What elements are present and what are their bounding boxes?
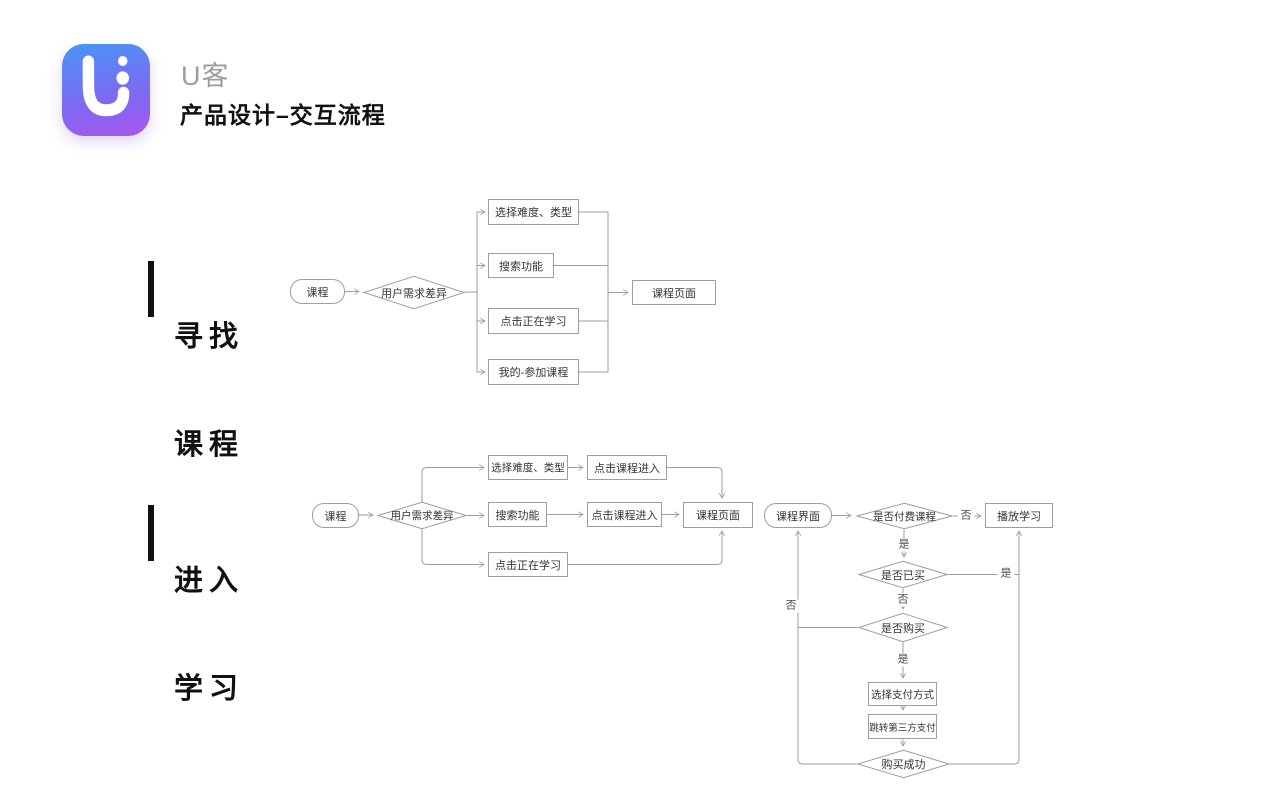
uke-logo-icon xyxy=(62,44,150,136)
flow1-option-learning: 点击正在学习 xyxy=(488,308,579,334)
flow2-decision-paid-diamond: 是否付费课程 xyxy=(856,503,953,529)
flow2-pay-method-label: 选择支付方式 xyxy=(871,688,934,701)
flow2-option-difficulty-label: 选择难度、类型 xyxy=(491,462,565,474)
flow2-enter-course-mid: 点击课程进入 xyxy=(587,502,662,527)
flow1-option-search-label: 搜索功能 xyxy=(499,260,543,273)
section1-title-line1: 寻找 xyxy=(174,321,245,353)
flow2-start-node: 课程 xyxy=(312,503,359,528)
edge-label-paid-no: 否 xyxy=(957,509,975,523)
flow1-option-difficulty-label: 选择难度、类型 xyxy=(495,207,572,219)
flow-edge xyxy=(667,467,726,499)
flow1-end-label: 课程页面 xyxy=(652,287,696,300)
edge-label-bought-no: 否 xyxy=(894,593,912,607)
flow-edge xyxy=(794,530,857,765)
flow-edge xyxy=(568,530,726,565)
flow2-enter-course-top-label: 点击课程进入 xyxy=(594,462,660,475)
flow2-success-diamond: 购买成功 xyxy=(857,750,950,778)
flow2-option-search: 搜索功能 xyxy=(488,502,547,527)
edge-label-bought-yes: 是 xyxy=(997,567,1015,581)
flow2-decision-bought-label: 是否已买 xyxy=(881,569,925,582)
flow1-end-node: 课程页面 xyxy=(632,280,716,305)
flow2-third-party-node: 跳转第三方支付 xyxy=(868,714,937,739)
flow2-decision-buy-diamond: 是否购买 xyxy=(858,613,948,642)
flow-edge xyxy=(554,211,609,373)
section2-accent-bar xyxy=(148,505,154,561)
section1-title: 寻找 课程 xyxy=(174,247,244,535)
flow2-course-ui-node: 课程界面 xyxy=(764,503,832,528)
u-glyph-icon xyxy=(82,55,130,117)
flow1-start-label: 课程 xyxy=(306,286,329,299)
flow2-start-label: 课程 xyxy=(324,510,347,523)
flow2-third-party-label: 跳转第三方支付 xyxy=(869,722,936,734)
flow2-decision-paid-label: 是否付费课程 xyxy=(873,510,936,523)
edge-label-buy-yes: 是 xyxy=(894,653,912,667)
section1-accent-bar xyxy=(148,261,154,317)
flow1-option-search: 搜索功能 xyxy=(488,253,554,278)
flow2-decision-buy-label: 是否购买 xyxy=(881,622,925,635)
flow2-option-learning-label: 点击正在学习 xyxy=(495,559,561,572)
flow1-decision-label: 用户需求差异 xyxy=(381,287,447,300)
flow2-decision-diamond: 用户需求差异 xyxy=(377,502,467,529)
flow2-enter-course-top: 点击课程进入 xyxy=(587,455,667,480)
flow2-play-label: 播放学习 xyxy=(997,510,1041,523)
page-title: 产品设计–交互流程 xyxy=(180,102,386,128)
flow2-success-label: 购买成功 xyxy=(881,759,926,771)
section1-title-line2: 课程 xyxy=(174,429,245,461)
flow-edge xyxy=(421,529,485,568)
flow-edge xyxy=(421,464,485,502)
flow1-start-node: 课程 xyxy=(290,279,345,304)
flow1-option-mycourse-label: 我的-参加课程 xyxy=(498,367,569,379)
flow1-option-difficulty: 选择难度、类型 xyxy=(488,199,579,225)
flow1-decision-diamond: 用户需求差异 xyxy=(363,276,465,309)
brand-title: U客 xyxy=(181,61,230,91)
flow2-course-page-node: 课程页面 xyxy=(683,502,753,528)
section2-title-line1: 进入 xyxy=(174,565,245,597)
flow2-option-difficulty: 选择难度、类型 xyxy=(488,455,568,480)
flow2-option-learning: 点击正在学习 xyxy=(488,552,568,577)
section2-title: 进入 学习 xyxy=(174,491,244,779)
flow2-enter-course-mid-label: 点击课程进入 xyxy=(591,509,658,522)
flow2-decision-label: 用户需求差异 xyxy=(390,510,454,522)
flow-edge xyxy=(950,530,1023,765)
flow1-option-learning-label: 点击正在学习 xyxy=(500,316,567,328)
flow2-course-page-label: 课程页面 xyxy=(696,510,740,522)
edge-label-paid-yes: 是 xyxy=(895,538,913,552)
flow-edge xyxy=(465,212,478,372)
flow2-pay-method-node: 选择支付方式 xyxy=(868,682,937,706)
flow2-decision-bought-diamond: 是否已买 xyxy=(858,561,948,588)
edge-label-buy-no: 否 xyxy=(782,599,800,613)
section2-title-line2: 学习 xyxy=(174,673,245,705)
flow2-option-search-label: 搜索功能 xyxy=(495,509,540,522)
flow2-course-ui-label: 课程界面 xyxy=(776,510,820,523)
flow1-option-mycourse: 我的-参加课程 xyxy=(488,359,579,385)
flow2-play-node: 播放学习 xyxy=(985,503,1053,528)
